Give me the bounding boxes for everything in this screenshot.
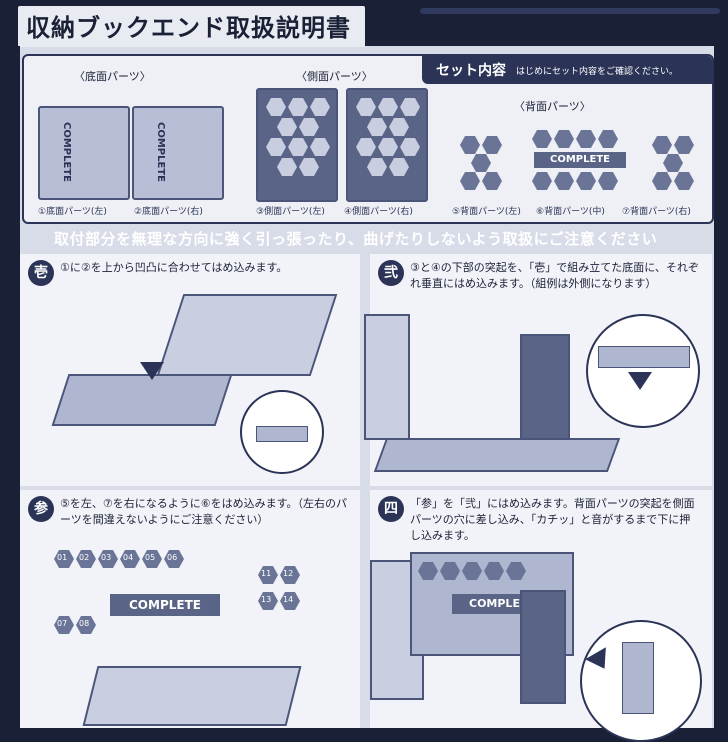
step-2-side-left	[364, 314, 410, 440]
step-2-detail-circle	[586, 314, 700, 428]
caption-part-2: ②底面パーツ(右)	[134, 207, 203, 217]
step-3-badge: 参	[28, 496, 54, 522]
step-1-down-arrow	[140, 362, 164, 380]
caution-text: 取付部分を無理な方向に強く引っ張ったり、曲げたりしないよう取扱にご注意ください	[54, 230, 658, 248]
step-4: 四 「参」を「弐」にはめ込みます。背面パーツの突起を側面パーツの穴に差し込み、「…	[370, 490, 712, 742]
step-3-back-assembly: 01 02 03 04 05 06 COMPLETE 07 08	[50, 546, 230, 646]
step-3: 参 ⑤を左、⑦を右になるように⑥をはめ込みます。（左右のパーツを間違えないように…	[20, 490, 360, 728]
parts-list-heading: セット内容 はじめにセット内容をご確認ください。	[422, 56, 712, 84]
step-1-text: ①に②を上から凹凸に合わせてはめ込みます。	[60, 261, 288, 274]
caption-part-1: ①底面パーツ(左)	[38, 207, 107, 217]
group-back-label: 〈背面パーツ〉	[514, 100, 591, 113]
parts-heading-title: セット内容	[436, 63, 506, 79]
caption-part-6: ⑥背面パーツ(中)	[536, 207, 605, 217]
bottom-part-left: COMPLETE	[38, 106, 130, 200]
step-2-base	[373, 438, 621, 472]
back-part-center: COMPLETE	[528, 126, 638, 198]
step-3-lower-illustration	[82, 666, 302, 726]
step-4-badge: 四	[378, 496, 404, 522]
step-2-text: ③と④の下部の突起を、「壱」で組み立てた底面に、それぞれ垂直にはめ込みます。（組…	[410, 261, 699, 290]
step-4-text: 「参」を「弐」にはめ込みます。背面パーツの突起を側面パーツの穴に差し込み、「カチ…	[410, 497, 695, 542]
step-3-complete-plate: COMPLETE	[110, 594, 220, 616]
step-3-right-part: 11 12 13 14	[254, 562, 334, 642]
group-side-label: 〈側面パーツ〉	[296, 70, 373, 83]
parts-list-box: セット内容 はじめにセット内容をご確認ください。 〈底面パーツ〉 〈側面パーツ〉…	[22, 54, 714, 224]
step-1-badge: 壱	[28, 260, 54, 286]
caption-part-7: ⑦背面パーツ(右)	[622, 207, 691, 217]
step-3-text: ⑤を左、⑦を右になるように⑥をはめ込みます。（左右のパーツを間違えないようにご注…	[60, 497, 347, 526]
caption-part-3: ③側面パーツ(左)	[256, 207, 325, 217]
step-1-detail-circle	[240, 390, 324, 474]
step-2-side-right	[520, 334, 570, 458]
caption-part-4: ④側面パーツ(右)	[344, 207, 413, 217]
bottom-part-right-label: COMPLETE	[155, 122, 166, 182]
step-2: 弐 ③と④の下部の突起を、「壱」で組み立てた底面に、それぞれ垂直にはめ込みます。…	[364, 254, 712, 486]
page-title: 収納ブックエンド取扱説明書	[18, 6, 365, 47]
back-part-left	[456, 132, 506, 196]
step-1: 壱 ①に②を上から凹凸に合わせてはめ込みます。	[20, 254, 360, 486]
step-1-part-upper	[156, 294, 338, 376]
step-4-back-panel: COMPLETE	[410, 552, 574, 656]
parts-heading-note: はじめにセット内容をご確認ください。	[516, 67, 679, 77]
group-bottom-label: 〈底面パーツ〉	[74, 70, 151, 83]
complete-plate-label: COMPLETE	[534, 152, 626, 168]
back-part-right	[648, 132, 698, 196]
right-frame	[714, 46, 728, 728]
side-part-left	[256, 88, 338, 202]
step-4-detail-circle	[580, 620, 702, 742]
header-stripe	[420, 8, 720, 14]
step-2-badge: 弐	[378, 260, 404, 286]
step-4-side-right	[520, 590, 566, 704]
bottom-part-right: COMPLETE	[132, 106, 224, 200]
caption-part-5: ⑤背面パーツ(左)	[452, 207, 521, 217]
step-1-part-lower	[51, 374, 233, 426]
bottom-part-left-label: COMPLETE	[61, 122, 72, 182]
caution-banner: 取付部分を無理な方向に強く引っ張ったり、曲げたりしないよう取扱にご注意ください	[22, 224, 712, 252]
side-part-right	[346, 88, 428, 202]
left-frame	[0, 46, 20, 728]
